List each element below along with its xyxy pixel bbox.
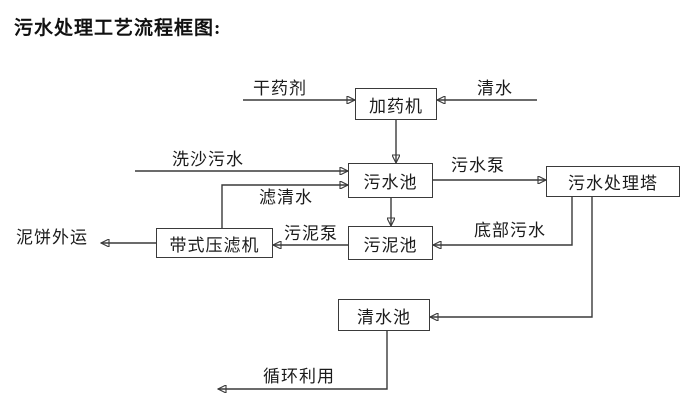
- node-dosing-machine: 加药机: [355, 88, 437, 120]
- label-sludge-pump: 污泥泵: [284, 224, 338, 243]
- label-sand-washing-sewage: 洗沙污水: [172, 150, 244, 169]
- node-treatment-tower: 污水处理塔: [546, 166, 680, 197]
- label-sewage-pump: 污水泵: [451, 156, 505, 175]
- label-bottom-sewage: 底部污水: [474, 221, 546, 240]
- node-sludge-pool: 污泥池: [348, 226, 433, 260]
- label-mud-cake-out: 泥饼外运: [16, 228, 88, 247]
- node-clean-water-pool: 清水池: [338, 299, 430, 331]
- edge-clean-water-pool-to-recycle: [218, 331, 388, 389]
- label-dry-chemical: 干药剂: [253, 79, 307, 98]
- label-filtered-water: 滤清水: [259, 188, 313, 207]
- node-sewage-pool: 污水池: [348, 163, 433, 198]
- label-clean-water: 清水: [477, 79, 513, 98]
- edge-treatment-tower-to-sludge-pool: [433, 197, 573, 245]
- edge-treatment-tower-to-clean-water-pool: [430, 197, 593, 317]
- edge-belt-filter-press-to-sewage-pool: [221, 185, 348, 228]
- label-recycle-use: 循环利用: [263, 367, 335, 386]
- node-belt-filter-press: 带式压滤机: [156, 228, 273, 258]
- page-title: 污水处理工艺流程框图:: [14, 18, 222, 39]
